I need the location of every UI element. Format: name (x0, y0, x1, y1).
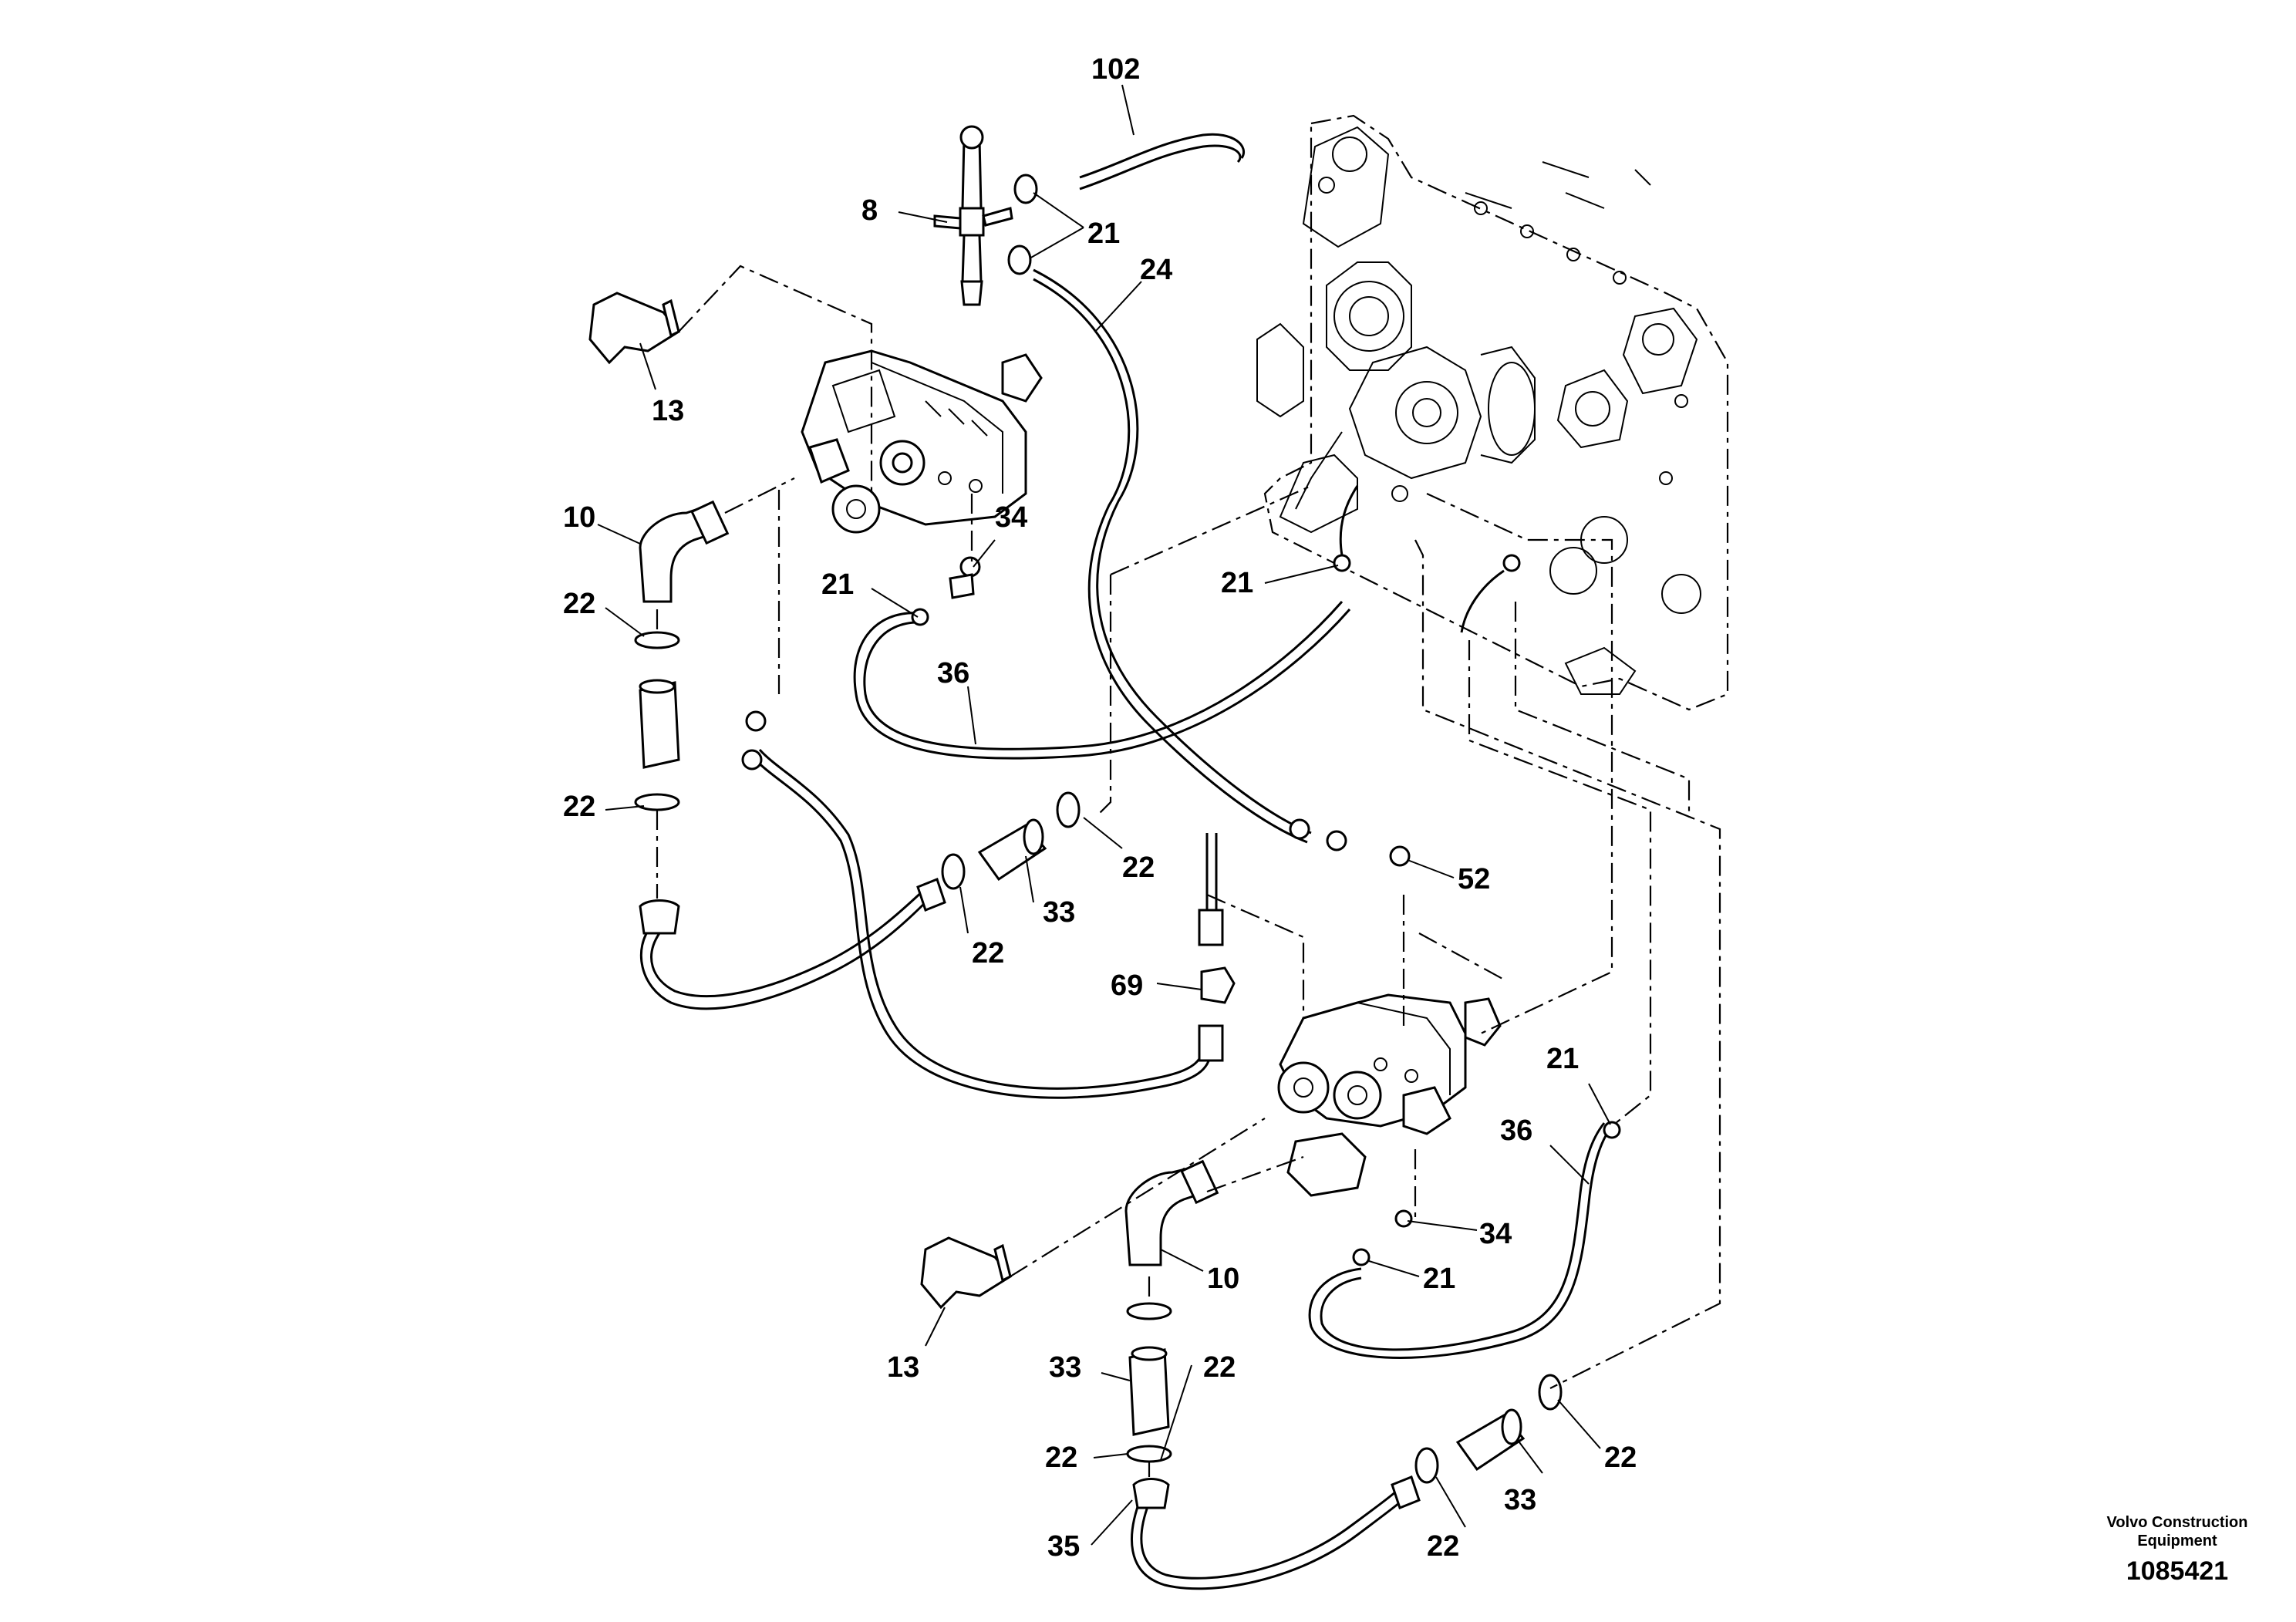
hose-69-line (1205, 833, 1218, 910)
callout-36: 36 (1500, 1114, 1532, 1147)
callout-36: 36 (937, 657, 969, 690)
callout-22: 22 (563, 791, 595, 823)
hose-24 (1033, 268, 1312, 844)
brand-line-2: Equipment (2137, 1533, 2217, 1549)
footer: Volvo Construction Equipment 1085421 (2107, 1514, 2248, 1586)
leader-lines (597, 84, 1611, 1546)
callout-10: 10 (1207, 1263, 1239, 1295)
hose-upper-pump-return (750, 749, 1212, 1099)
callout-8: 8 (861, 194, 878, 227)
callout-34: 34 (995, 501, 1027, 534)
brand-line-1: Volvo Construction (2107, 1514, 2248, 1531)
callout-21: 21 (821, 568, 854, 601)
callout-10: 10 (563, 501, 595, 534)
elbow-fitting-10-upper (639, 500, 730, 603)
clamps-22 (634, 174, 1563, 1484)
elbow-fitting-13-lower (920, 1236, 1013, 1310)
callout-22: 22 (1203, 1351, 1236, 1384)
callout-22: 22 (1122, 851, 1155, 884)
upper-hydraulic-pump (801, 349, 1043, 534)
hose-35 (639, 887, 935, 1010)
callout-22: 22 (1604, 1442, 1637, 1474)
callout-69: 69 (1111, 969, 1143, 1002)
callout-33: 33 (1049, 1351, 1081, 1384)
callout-labels: 102 8 21 24 13 10 34 22 21 21 36 22 22 3… (563, 53, 1637, 1563)
callout-22: 22 (1045, 1442, 1077, 1474)
elbow-fitting-13-upper (588, 292, 681, 365)
hose-36-upper (853, 601, 1351, 760)
hose-ends (639, 878, 1421, 1509)
tee-fitting-8 (933, 125, 1013, 306)
callout-35: 35 (1047, 1530, 1080, 1563)
small-fittings (741, 554, 1621, 1266)
callout-21: 21 (1221, 567, 1253, 599)
hose-36-lower (1308, 1122, 1613, 1359)
connection-lines (656, 265, 1721, 1477)
callout-33: 33 (1043, 896, 1075, 929)
document-number: 1085421 (2126, 1556, 2228, 1586)
hose-lower-35 (1131, 1483, 1413, 1590)
callout-102: 102 (1091, 53, 1140, 86)
hose-102 (1079, 133, 1245, 191)
callout-22: 22 (972, 937, 1004, 969)
callout-21: 21 (1087, 218, 1120, 250)
callout-13: 13 (652, 395, 684, 427)
callout-21: 21 (1423, 1263, 1455, 1295)
couplings-33 (639, 679, 1526, 1472)
callout-34: 34 (1479, 1218, 1512, 1250)
callout-33: 33 (1504, 1484, 1536, 1516)
callout-13: 13 (887, 1351, 919, 1384)
callout-22: 22 (563, 588, 595, 620)
callout-24: 24 (1140, 254, 1172, 286)
callout-52: 52 (1458, 863, 1490, 895)
lower-hydraulic-pump (1277, 993, 1502, 1197)
engine-flywheel-housing (1256, 114, 1729, 711)
callout-21: 21 (1546, 1043, 1579, 1075)
callout-22: 22 (1427, 1530, 1459, 1563)
hose-21-right (1339, 485, 1505, 633)
